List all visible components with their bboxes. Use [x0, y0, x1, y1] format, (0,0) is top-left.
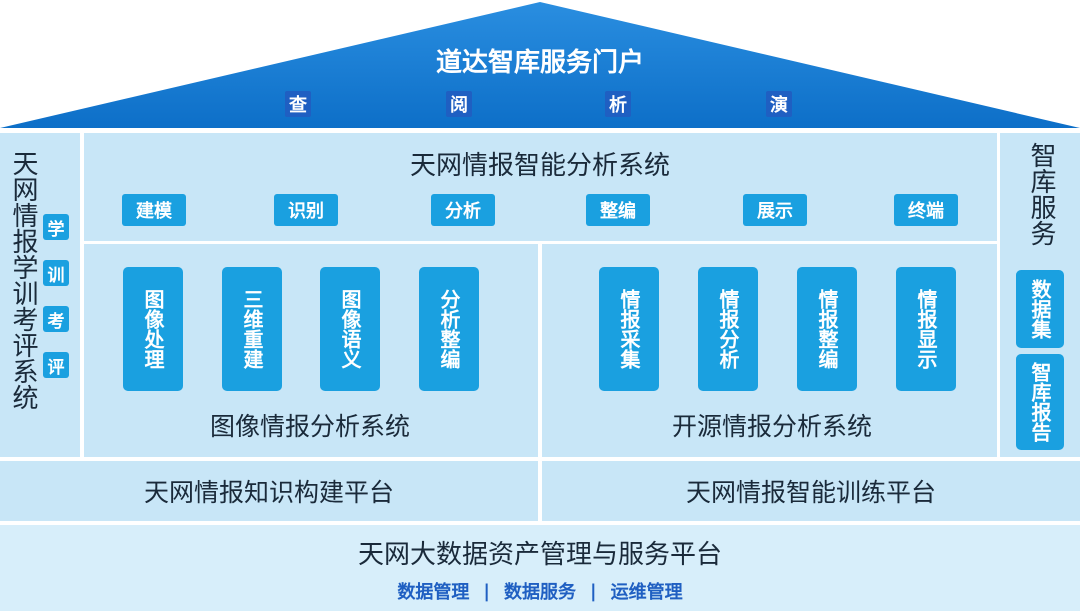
tag-exam[interactable]: 考	[43, 306, 69, 332]
knowledge-platform: 天网情报知识构建平台	[0, 461, 538, 521]
pill-display[interactable]: 展示	[743, 194, 807, 226]
roof-button-read[interactable]: 阅	[446, 91, 472, 117]
portal-title: 道达智库服务门户	[435, 47, 644, 78]
base-items-row: 数据管理 | 数据服务 | 运维管理	[300, 576, 780, 606]
pill-analysis[interactable]: 分析	[431, 194, 495, 226]
pill-recognition[interactable]: 识别	[274, 194, 338, 226]
roof-button-drill[interactable]: 演	[766, 91, 792, 117]
open-source-analysis-title: 开源情报分析系统	[671, 412, 872, 441]
intelligent-analysis-system	[84, 133, 997, 241]
right-column-title: 智库服务	[1026, 142, 1056, 246]
pill-terminal[interactable]: 终端	[894, 194, 958, 226]
tag-study[interactable]: 学	[43, 214, 69, 240]
item-data-management[interactable]: 数据管理	[397, 582, 470, 603]
module-intel-compile[interactable]: 情报整编	[797, 267, 857, 391]
left-training-column	[0, 133, 80, 457]
roof-button-browse[interactable]: 查	[285, 91, 311, 117]
pill-modeling[interactable]: 建模	[122, 194, 186, 226]
portal-roof	[0, 2, 1080, 128]
think-tank-report-box[interactable]: 智库报告	[1016, 354, 1064, 450]
item-ops-management[interactable]: 运维管理	[610, 582, 683, 603]
separator: |	[483, 580, 490, 602]
data-asset-platform	[0, 525, 1080, 611]
training-platform: 天网情报智能训练平台	[542, 461, 1080, 521]
module-intel-collection[interactable]: 情报采集	[599, 267, 659, 391]
separator: |	[590, 580, 597, 602]
module-analysis-compile[interactable]: 分析整编	[419, 267, 479, 391]
pill-compile[interactable]: 整编	[586, 194, 650, 226]
item-data-service[interactable]: 数据服务	[504, 582, 576, 603]
module-3d-reconstruction[interactable]: 三维重建	[222, 267, 282, 391]
module-image-semantics[interactable]: 图像语义	[320, 267, 380, 391]
image-analysis-title: 图像情报分析系统	[209, 412, 410, 441]
roof-button-analyze[interactable]: 析	[605, 91, 631, 117]
module-image-processing[interactable]: 图像处理	[123, 267, 183, 391]
tag-train[interactable]: 训	[43, 260, 69, 286]
module-intel-analysis[interactable]: 情报分析	[698, 267, 758, 391]
tag-evaluate[interactable]: 评	[43, 352, 69, 378]
module-intel-display[interactable]: 情报显示	[896, 267, 956, 391]
data-asset-platform-title: 天网大数据资产管理与服务平台	[357, 539, 722, 570]
dataset-box[interactable]: 数据集	[1016, 270, 1064, 348]
intelligent-analysis-title: 天网情报智能分析系统	[409, 150, 670, 181]
left-column-title: 天网情报学训考评系统	[8, 150, 38, 410]
